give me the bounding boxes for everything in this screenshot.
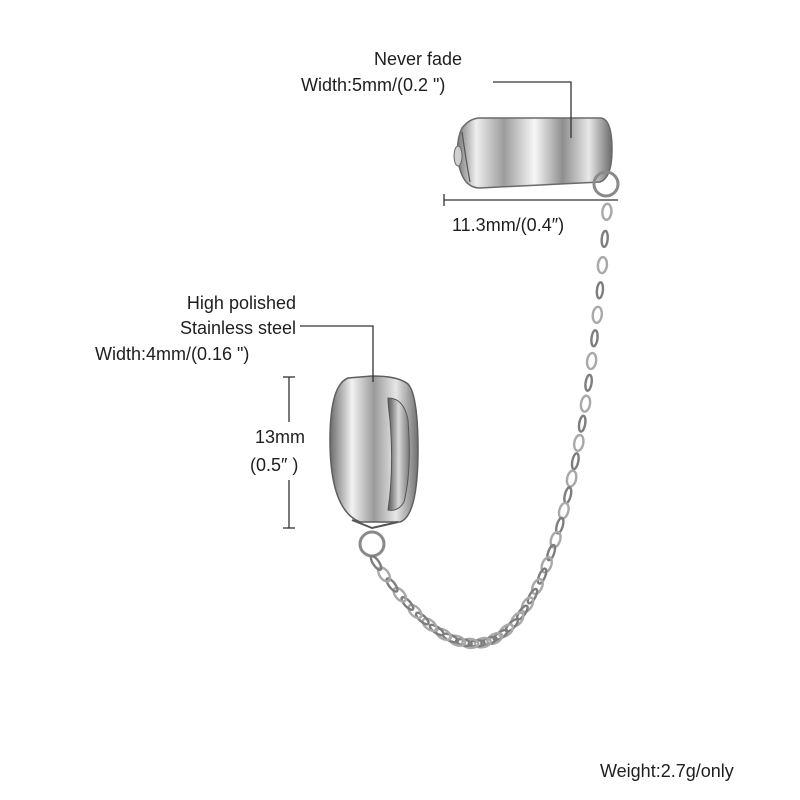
chain-link (414, 611, 430, 626)
chain-link (572, 433, 585, 453)
chain-link (461, 637, 480, 650)
chain (369, 202, 613, 650)
hoop-height-in-label: (0.5″ ) (250, 455, 299, 475)
chain-link (520, 596, 535, 614)
chain-link (595, 281, 605, 300)
chain-link (392, 586, 408, 603)
chain-link (498, 623, 515, 639)
chain-link (400, 596, 415, 611)
hoop-earring (329, 375, 419, 530)
chain-link (540, 555, 553, 574)
chain-link (473, 636, 492, 649)
chain-link (530, 577, 544, 596)
chain-link (526, 587, 539, 605)
jump-ring-top (592, 170, 620, 198)
chain-link (385, 577, 399, 593)
ear-cuff (453, 117, 613, 189)
chain-link (563, 486, 573, 505)
chain-link (554, 516, 565, 535)
cuff-feature-label: Never fade (374, 49, 463, 69)
chain-link (570, 452, 580, 471)
hoop-width-label: Width:4mm/(0.16 ") (95, 344, 250, 364)
hoop-finish-label: High polished (186, 293, 296, 313)
chain-link (546, 543, 557, 562)
hoop-height-mm-label: 13mm (255, 427, 306, 447)
weight-label: Weight:2.7g/only (600, 761, 734, 781)
chain-link (376, 566, 392, 583)
chain-link (596, 255, 609, 275)
cuff-length-label: 11.3mm/(0.4″) (452, 215, 565, 235)
chain-link (407, 603, 423, 620)
chain-link (585, 351, 598, 371)
chain-link (600, 229, 609, 249)
chain-link (557, 501, 570, 520)
jump-ring-bottom (358, 530, 386, 558)
chain-link (421, 617, 438, 633)
chain-link (591, 305, 604, 324)
chain-link (369, 554, 383, 572)
chain-link (536, 567, 548, 585)
chain-link (601, 202, 613, 221)
chain-link (584, 373, 593, 392)
chain-link (486, 631, 504, 646)
chain-link (579, 394, 592, 413)
chain-link (428, 623, 445, 637)
chain-link (549, 530, 562, 549)
chain-link (565, 469, 578, 488)
cuff-width-label: Width:5mm/(0.2 ") (301, 75, 446, 95)
chain-link (577, 414, 587, 433)
hoop-material-label: Stainless steel (179, 318, 296, 338)
chain-link (590, 329, 599, 348)
annotation-lines (283, 81, 618, 529)
